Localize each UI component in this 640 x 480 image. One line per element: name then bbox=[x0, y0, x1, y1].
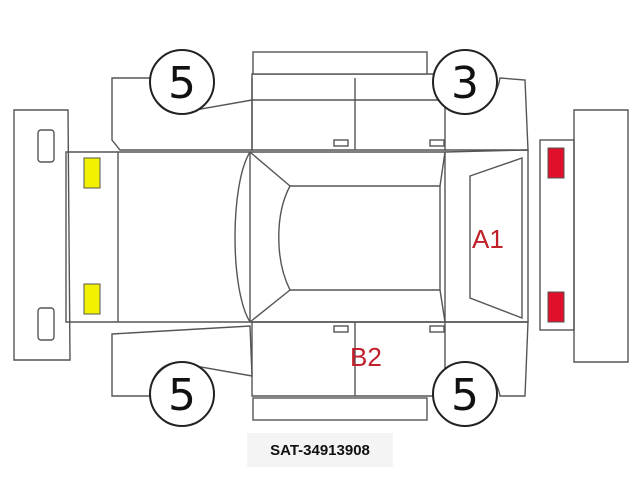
tire-front-left-value: 5 bbox=[168, 370, 196, 421]
rear-window bbox=[444, 149, 529, 323]
rear-left-light-marker bbox=[547, 291, 565, 323]
tire-front-right-value: 5 bbox=[168, 58, 196, 109]
stock-number-label: SAT-34913908 bbox=[247, 433, 393, 467]
front-right-light-marker bbox=[83, 157, 101, 189]
damage-mark-left-rear-door: B2 bbox=[350, 342, 382, 372]
front-bumper bbox=[13, 109, 71, 361]
tire-rear-left-value: 5 bbox=[451, 370, 479, 421]
tire-rear-left: 5 bbox=[432, 361, 498, 427]
cabin bbox=[234, 151, 446, 323]
tire-front-right: 5 bbox=[149, 49, 215, 115]
damage-mark-rear-window: A1 bbox=[472, 224, 504, 254]
tire-rear-right: 3 bbox=[432, 49, 498, 115]
rear-right-light-marker bbox=[547, 147, 565, 179]
tire-front-left: 5 bbox=[149, 361, 215, 427]
front-left-light-marker bbox=[83, 283, 101, 315]
rear-bumper bbox=[539, 109, 629, 363]
tire-rear-right-value: 3 bbox=[451, 58, 479, 109]
